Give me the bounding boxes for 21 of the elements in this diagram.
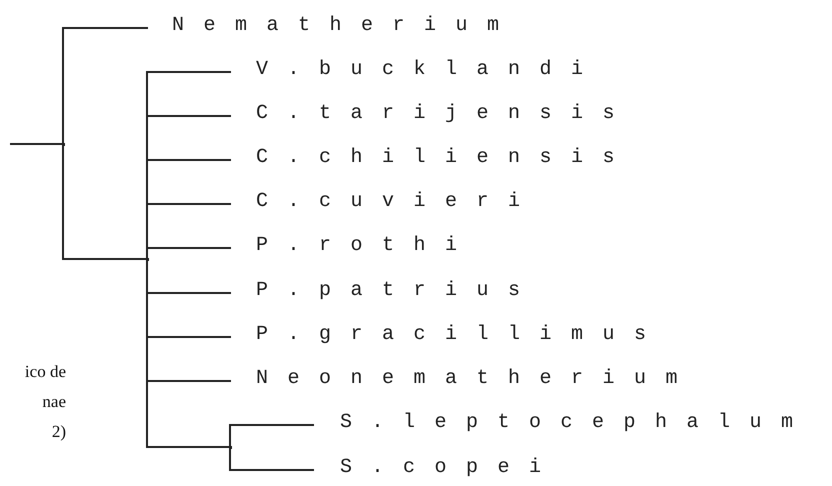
taxon-label: P.rothi bbox=[256, 235, 477, 257]
taxon-label: P.patrius bbox=[256, 280, 540, 302]
taxon-label: S.leptocephalum bbox=[340, 412, 813, 434]
tree-branch bbox=[229, 447, 314, 471]
taxon-label: C.tarijensis bbox=[256, 103, 634, 125]
tree-branch bbox=[62, 27, 148, 144]
tree-branch bbox=[146, 247, 231, 259]
taxon-label: P.gracillimus bbox=[256, 324, 666, 346]
tree-branch bbox=[62, 144, 147, 260]
caption-fragment: 2) bbox=[52, 422, 66, 442]
caption-fragment: nae bbox=[42, 392, 66, 412]
taxon-label: Nematherium bbox=[172, 15, 519, 37]
tree-branch bbox=[146, 259, 230, 448]
tree-branch bbox=[229, 424, 314, 447]
taxon-label: C.chiliensis bbox=[256, 147, 634, 169]
taxon-label: S.copei bbox=[340, 457, 561, 479]
taxon-label: V.bucklandi bbox=[256, 59, 603, 81]
caption-fragment: ico de bbox=[24, 362, 66, 382]
tree-branch bbox=[10, 143, 63, 145]
taxon-label: Neonematherium bbox=[256, 368, 698, 390]
taxon-label: C.cuvieri bbox=[256, 191, 540, 213]
